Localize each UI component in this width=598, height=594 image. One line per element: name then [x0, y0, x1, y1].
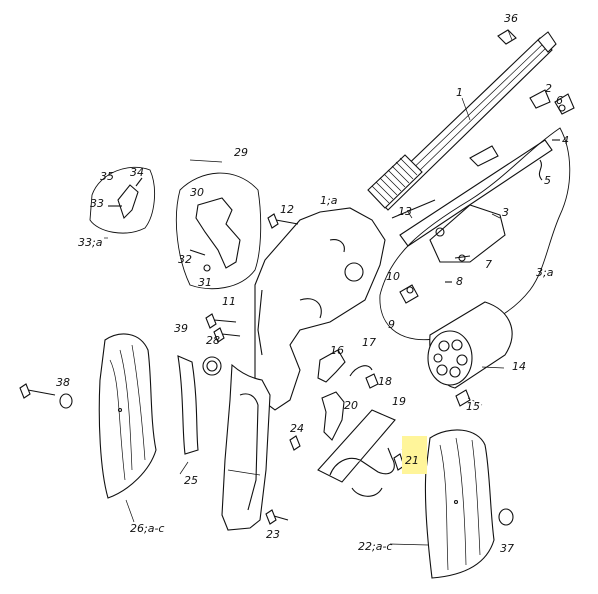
- label-35: 35: [100, 170, 114, 183]
- label-34: 34: [130, 166, 144, 179]
- hammer-parts: [317, 349, 379, 441]
- label-33a: 33;a: [78, 236, 103, 249]
- washers: [59, 356, 514, 526]
- label-26: 26;a-c: [130, 522, 164, 535]
- mainspring-25: [177, 355, 199, 455]
- label-9: 9: [388, 318, 395, 331]
- label-24: 24: [290, 422, 304, 435]
- label-30: 30: [190, 186, 204, 199]
- label-21: 21: [405, 454, 419, 467]
- label-14: 14: [512, 360, 526, 373]
- label-31: 31: [198, 276, 212, 289]
- hand-assembly-29: [175, 172, 262, 290]
- label-33: 33: [90, 197, 104, 210]
- loading-lever-3: [399, 139, 553, 263]
- label-4: 4: [562, 134, 569, 147]
- label-37: 37: [500, 542, 514, 555]
- leader-lines: [104, 97, 505, 546]
- label-5: 5: [544, 174, 551, 187]
- label-29: 29: [234, 146, 248, 159]
- left-grip-26: [98, 333, 157, 499]
- label-3a: 3;a: [536, 266, 554, 279]
- label-18: 18: [378, 375, 392, 388]
- part-labels: 36 1 2 6 4 5 3 3;a 13 7 10 8 9 14 15 1;a…: [56, 12, 569, 555]
- label-1: 1: [456, 86, 463, 99]
- label-6: 6: [556, 94, 563, 107]
- label-2: 2: [545, 82, 552, 95]
- label-16: 16: [330, 344, 344, 357]
- right-grip-22: [424, 429, 495, 579]
- label-8: 8: [456, 275, 463, 288]
- label-20: 20: [344, 399, 358, 412]
- label-3: 3: [502, 206, 509, 219]
- barrel: [367, 31, 557, 211]
- label-22: 22;a-c: [358, 540, 392, 553]
- label-12: 12: [280, 203, 294, 216]
- label-15: 15: [466, 400, 480, 413]
- label-32: 32: [178, 253, 192, 266]
- label-11: 11: [222, 295, 236, 308]
- label-28: 28: [206, 334, 220, 347]
- screws: [19, 199, 471, 525]
- label-19: 19: [392, 395, 406, 408]
- bolt-assembly-33a: [89, 166, 156, 234]
- nipple-15: [455, 389, 483, 407]
- label-13: 13: [398, 205, 412, 218]
- label-10: 10: [386, 270, 400, 283]
- frame-1a: [221, 207, 386, 531]
- trigger-guard-19: [317, 409, 396, 497]
- cylinder-14: [427, 301, 513, 389]
- front-sight-36: [497, 29, 517, 45]
- highlight-box: [402, 436, 427, 474]
- latch-parts: [529, 89, 575, 181]
- label-23: 23: [266, 528, 280, 541]
- label-7: 7: [485, 258, 492, 271]
- label-36: 36: [504, 12, 518, 25]
- label-38: 38: [56, 376, 70, 389]
- label-17: 17: [362, 336, 376, 349]
- label-39: 39: [174, 322, 188, 335]
- label-25: 25: [184, 474, 198, 487]
- label-1a: 1;a: [320, 194, 338, 207]
